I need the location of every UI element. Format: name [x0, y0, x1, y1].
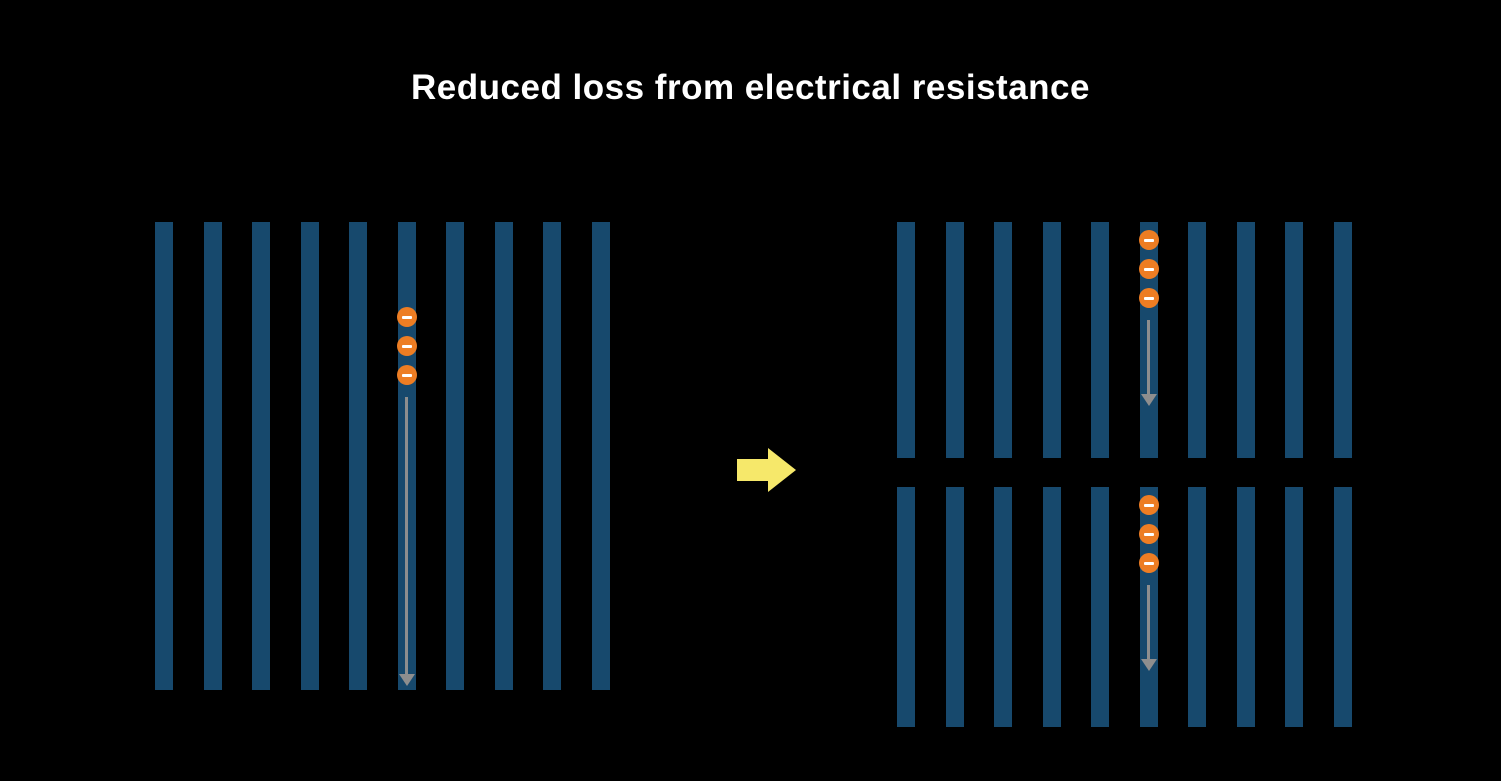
electron-icon [1138, 553, 1159, 573]
down-arrow-head [398, 674, 415, 686]
minus-icon [1143, 296, 1154, 300]
minus-icon [401, 344, 412, 348]
down-arrow-shaft [1147, 320, 1151, 394]
conductor-bar [1236, 487, 1255, 727]
electron-icon [396, 365, 417, 385]
electron-flow [1138, 230, 1159, 406]
conductor-bar [1091, 487, 1110, 727]
conductor-bar [349, 222, 368, 690]
conductor-bar [1236, 222, 1255, 458]
conductor-bar [396, 222, 417, 690]
conductor-bar [494, 222, 513, 690]
down-arrow-icon [1140, 320, 1157, 406]
right-arrow-head [768, 448, 796, 492]
down-arrow-head [1140, 394, 1157, 406]
conductor-bar [994, 487, 1013, 727]
conductor-bar [897, 222, 915, 458]
minus-icon [401, 315, 412, 319]
minus-icon [1143, 503, 1154, 507]
conductor-bar [446, 222, 465, 690]
diagram-title: Reduced loss from electrical resistance [411, 68, 1090, 107]
electron-icon [1138, 524, 1159, 544]
conductor-bar [1333, 487, 1352, 727]
right-arrow-shaft [737, 459, 768, 481]
conductor-bar [994, 222, 1013, 458]
electron-icon [1138, 259, 1159, 279]
conductor-bar [945, 222, 964, 458]
electron-icon [1138, 495, 1159, 515]
minus-icon [1143, 267, 1154, 271]
conductor-bar [1285, 487, 1304, 727]
conductor-bar [543, 222, 562, 690]
conductor-bar [1042, 487, 1061, 727]
half-cell-panel-top [897, 222, 1352, 458]
conductor-bar [1042, 222, 1061, 458]
minus-icon [401, 373, 412, 377]
electron-icon [1138, 288, 1159, 308]
conductor-bar [203, 222, 222, 690]
conductor-bar [1333, 222, 1352, 458]
conductor-bar [1138, 487, 1159, 727]
down-arrow-icon [398, 397, 415, 686]
electron-flow [396, 307, 417, 686]
conductor-bar [300, 222, 319, 690]
conductor-bar [252, 222, 271, 690]
right-arrow-icon [737, 448, 796, 492]
electron-icon [396, 307, 417, 327]
conductor-bar [1138, 222, 1159, 458]
conductor-bar [155, 222, 173, 690]
conductor-bar [591, 222, 610, 690]
down-arrow-head [1140, 659, 1157, 671]
minus-icon [1143, 238, 1154, 242]
conductor-bar [1091, 222, 1110, 458]
half-cell-panel-bottom [897, 487, 1352, 727]
conductor-bar [1188, 487, 1207, 727]
conductor-bar [1285, 222, 1304, 458]
down-arrow-shaft [405, 397, 409, 674]
electron-icon [396, 336, 417, 356]
full-cell-panel [155, 222, 610, 690]
conductor-bar [1188, 222, 1207, 458]
electron-flow [1138, 495, 1159, 671]
down-arrow-icon [1140, 585, 1157, 671]
minus-icon [1143, 561, 1154, 565]
electron-icon [1138, 230, 1159, 250]
conductor-bar [945, 487, 964, 727]
down-arrow-shaft [1147, 585, 1151, 659]
minus-icon [1143, 532, 1154, 536]
conductor-bar [897, 487, 915, 727]
